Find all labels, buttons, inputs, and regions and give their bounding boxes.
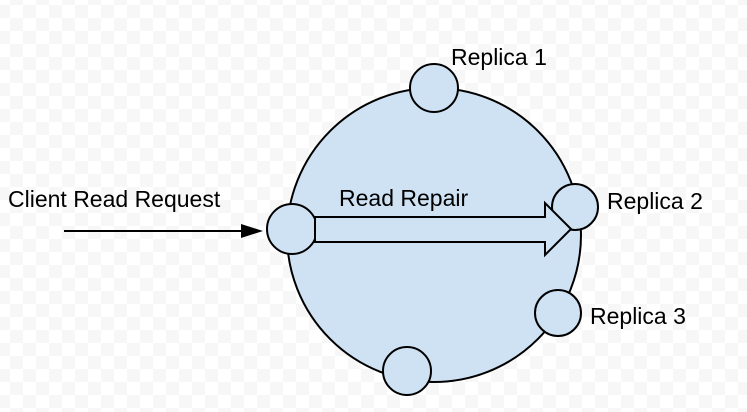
replica-1-node [409,63,459,113]
bottom-node [382,346,432,396]
read-repair-arrow [314,200,573,258]
coordinator-node [266,203,318,255]
replica-1-label: Replica 1 [451,44,547,70]
replica-2-node [551,183,599,231]
read-repair-label: Read Repair [339,185,468,211]
replica-3-node [534,289,582,337]
replica-2-label: Replica 2 [607,188,703,214]
client-read-request-label: Client Read Request [8,186,221,212]
replica-3-label: Replica 3 [590,303,686,329]
client-request-arrow-head [241,224,263,238]
